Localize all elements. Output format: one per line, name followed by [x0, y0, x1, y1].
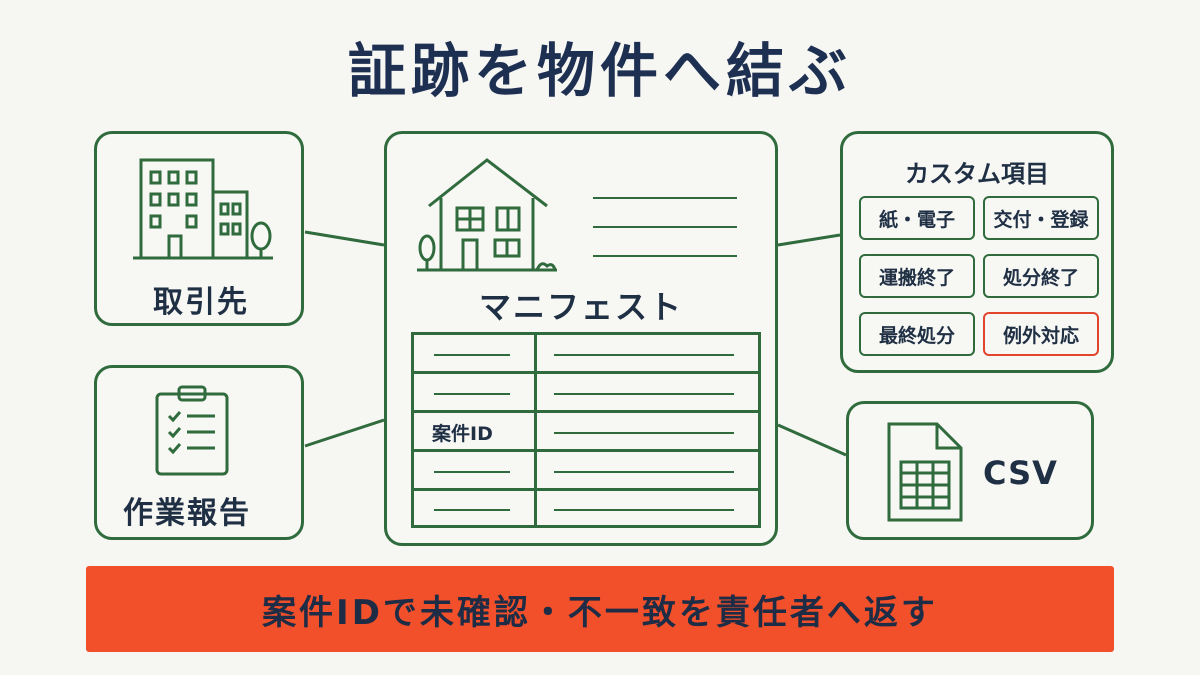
custom-item-exception: 例外対応	[983, 312, 1099, 356]
client-label: 取引先	[153, 285, 249, 320]
custom-items-box: カスタム項目 紙・電子 交付・登録 運搬終了 処分終了 最終処分 例外対応	[840, 131, 1114, 373]
table-row	[414, 335, 758, 374]
manifest-doc-line	[593, 197, 737, 199]
connector-manifest-csv	[777, 423, 847, 457]
summary-banner: 案件IDで未確認・不一致を責任者へ返す	[86, 566, 1114, 652]
table-row	[414, 491, 758, 530]
manifest-box: マニフェスト 案件ID	[384, 131, 778, 546]
report-box: 作業報告	[94, 365, 304, 540]
house-icon	[417, 158, 557, 272]
connector-client-manifest	[304, 230, 385, 247]
building-icon	[133, 158, 273, 260]
spreadsheet-file-icon	[887, 422, 963, 522]
page-title: 証跡を物件へ結ぶ	[347, 37, 852, 105]
manifest-doc-line	[593, 255, 737, 257]
custom-items-title: カスタム項目	[905, 160, 1049, 188]
table-column-divider	[534, 335, 537, 525]
csv-box: CSV	[846, 401, 1094, 540]
report-label: 作業報告	[123, 496, 251, 531]
custom-item: 紙・電子	[859, 196, 975, 240]
manifest-doc-line	[593, 226, 737, 228]
table-row: 案件ID	[414, 413, 758, 452]
manifest-label: マニフェスト	[479, 288, 684, 326]
custom-item: 最終処分	[859, 312, 975, 356]
custom-item: 交付・登録	[983, 196, 1099, 240]
custom-item: 処分終了	[983, 254, 1099, 298]
connector-report-manifest	[304, 418, 385, 448]
clipboard-checklist-icon	[155, 385, 229, 476]
table-row	[414, 452, 758, 491]
client-box: 取引先	[94, 131, 304, 326]
case-id-label: 案件ID	[432, 423, 493, 445]
custom-item: 運搬終了	[859, 254, 975, 298]
manifest-table: 案件ID	[411, 332, 761, 528]
table-row	[414, 374, 758, 413]
csv-label: CSV	[983, 454, 1058, 492]
connector-manifest-custom	[777, 233, 841, 247]
